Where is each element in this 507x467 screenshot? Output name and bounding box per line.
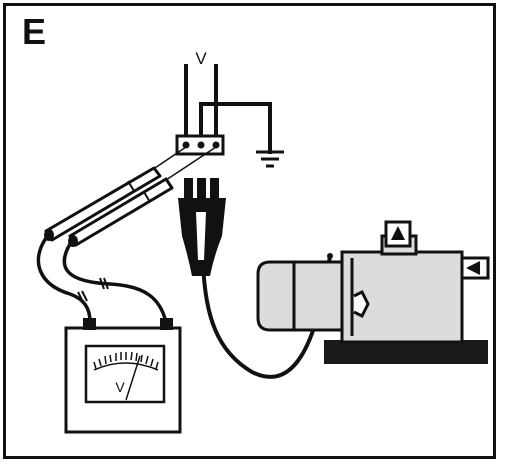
panel-letter: E xyxy=(22,11,47,52)
motor-terminal xyxy=(327,253,333,259)
rotation-arrow-icon xyxy=(384,220,412,248)
meter-scale xyxy=(93,351,159,371)
terminal-block xyxy=(175,134,225,156)
meter-needle xyxy=(125,355,141,401)
lead-break-marks xyxy=(77,277,109,303)
multimeter xyxy=(64,318,182,434)
direction-arrow-icon xyxy=(460,256,490,280)
supply-wires xyxy=(184,64,272,154)
meter-leads xyxy=(36,236,168,324)
motor xyxy=(256,234,464,344)
supply-voltage-label: V xyxy=(195,49,207,68)
meter-unit-label: V xyxy=(115,379,125,395)
motor-details xyxy=(292,258,370,336)
plug xyxy=(178,178,226,276)
motor-base xyxy=(324,340,488,364)
ground-icon xyxy=(256,150,284,168)
test-probe-right xyxy=(68,177,174,247)
